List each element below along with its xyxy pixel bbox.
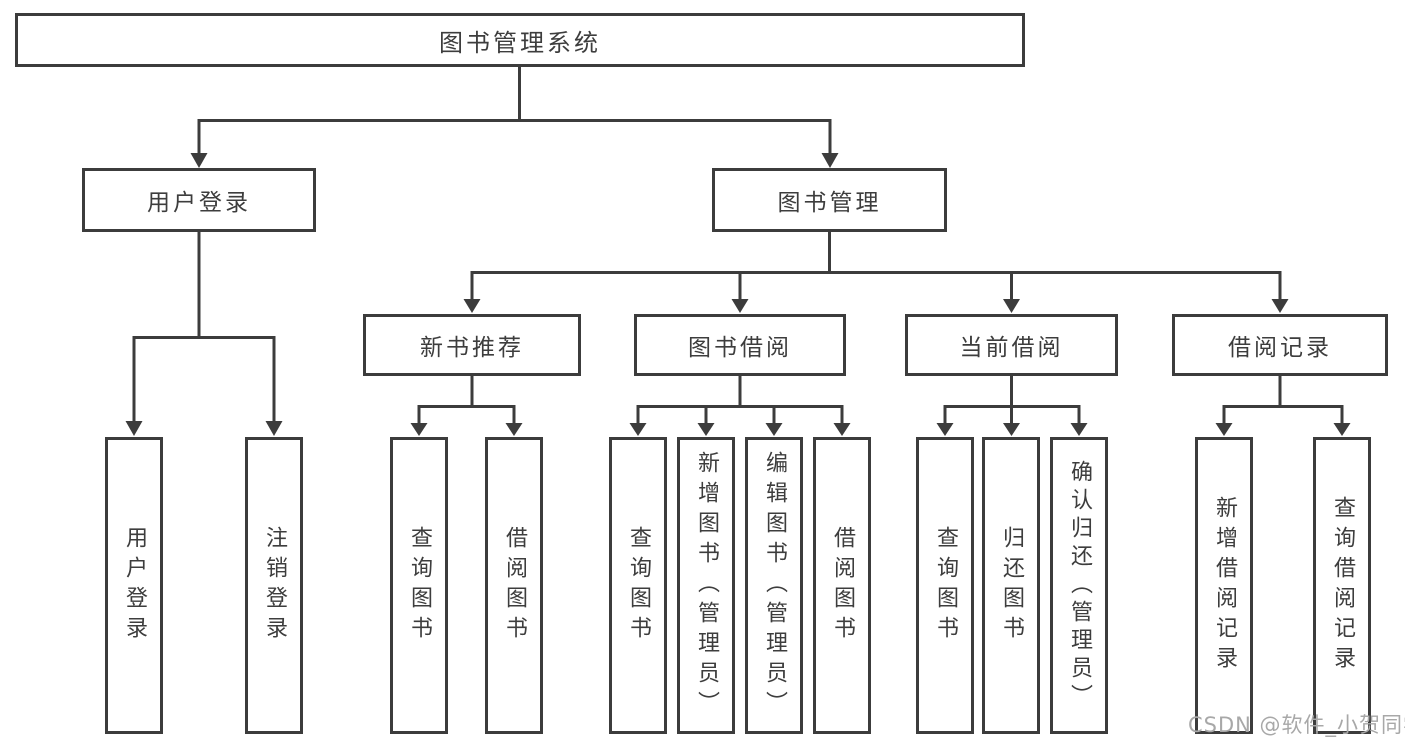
connector-book-management-split [463,230,1289,313]
arrowhead-icon [1333,423,1351,436]
arrowhead-icon [833,423,851,436]
leaf-nb-query-books: 查询图书 [390,437,448,734]
arrowhead-icon [265,421,283,436]
leaf-cb-return-books: 归还图书 [982,437,1040,734]
connector-book-borrow-split [629,374,851,436]
arrowhead-icon [697,423,715,436]
arrowhead-icon [821,153,839,168]
arrowhead-icon [410,423,428,436]
arrowhead-icon [731,299,749,313]
leaf-user-login: 用户登录 [105,437,163,734]
connector-borrow-records-split [1215,374,1351,436]
leaf-br-query-record: 查询借阅记录 [1313,437,1371,734]
arrowhead-icon [463,299,481,313]
leaf-bb-add-book-admin: 新增图书（管理员） [677,437,735,734]
node-new-book-recommend: 新书推荐 [363,314,581,376]
connector-current-borrow-split [936,374,1088,436]
connector-root-split [190,66,839,168]
csdn-watermark: CSDN @软件_小贺同学 [1188,713,1405,737]
leaf-bb-query-books: 查询图书 [609,437,667,734]
leaf-logout: 注销登录 [245,437,303,734]
leaf-cb-query-books: 查询图书 [916,437,974,734]
node-book-borrowing: 图书借阅 [634,314,846,376]
node-book-management: 图书管理 [712,168,947,232]
arrowhead-icon [125,421,143,436]
leaf-cb-confirm-return-admin: 确认归还（管理员） [1050,437,1108,734]
node-current-borrowing: 当前借阅 [905,314,1118,376]
arrowhead-icon [629,423,647,436]
arrowhead-icon [936,423,954,436]
node-library-system: 图书管理系统 [15,13,1025,67]
connector-new-book-split [410,374,523,436]
connector-user-login-split [125,230,283,436]
leaf-bb-borrow-books: 借阅图书 [813,437,871,734]
leaf-bb-edit-book-admin: 编辑图书（管理员） [745,437,803,734]
node-borrowing-records: 借阅记录 [1172,314,1388,376]
arrowhead-icon [765,423,783,436]
arrowhead-icon [1215,423,1233,436]
arrowhead-icon [1070,423,1088,436]
arrowhead-icon [1003,299,1020,313]
leaf-nb-borrow-books: 借阅图书 [485,437,543,734]
arrowhead-icon [1271,299,1289,313]
arrowhead-icon [190,153,208,168]
node-user-login: 用户登录 [82,168,316,232]
arrowhead-icon [505,423,523,436]
leaf-br-add-record: 新增借阅记录 [1195,437,1253,734]
arrowhead-icon [1003,423,1020,436]
